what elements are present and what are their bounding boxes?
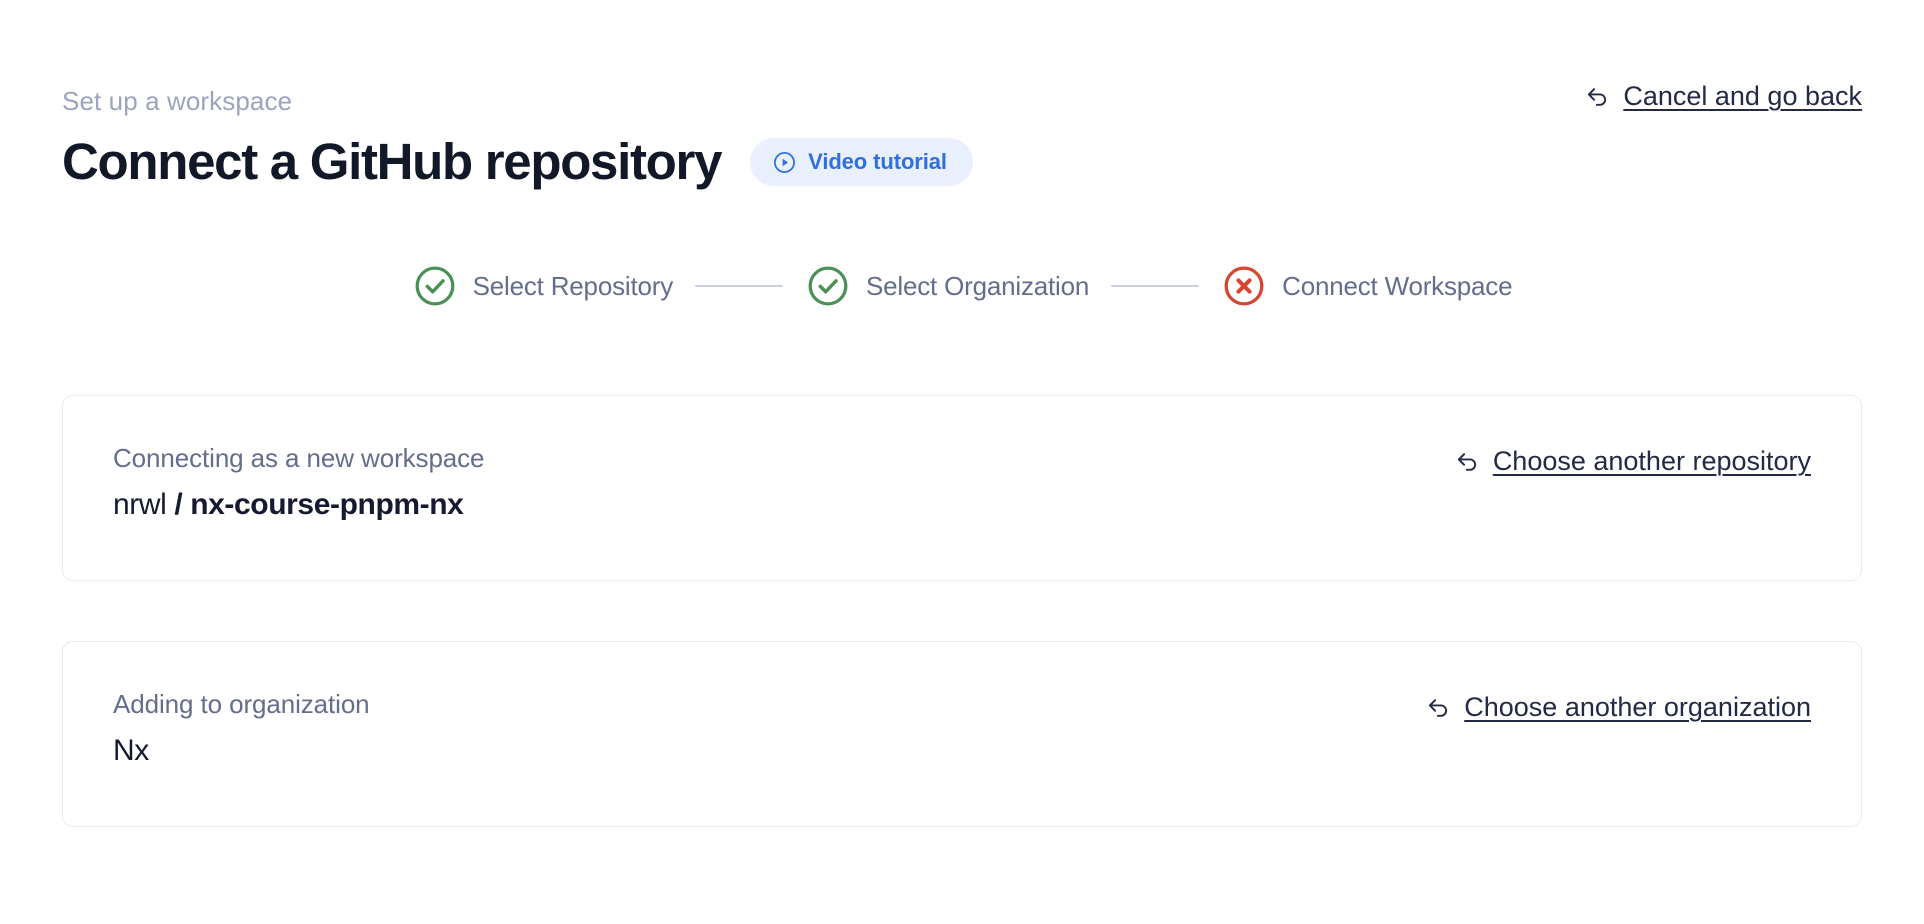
choose-another-repository-link[interactable]: Choose another repository <box>1454 445 1811 477</box>
title-row: Connect a GitHub repository Video tutori… <box>62 133 1862 191</box>
stepper-label-select-repository: Select Repository <box>472 271 674 301</box>
organization-card-body: Adding to organization Nx <box>113 689 370 769</box>
summary-cards: Connecting as a new workspace nrwl / nx-… <box>62 395 1862 827</box>
repository-card-caption: Connecting as a new workspace <box>113 443 485 473</box>
video-tutorial-label: Video tutorial <box>808 149 947 174</box>
stepper-step-select-organization[interactable]: Select Organization <box>805 263 1089 309</box>
cancel-and-go-back-label: Cancel and go back <box>1623 81 1862 111</box>
repository-card-value: nrwl / nx-course-pnpm-nx <box>113 487 484 523</box>
organization-card-caption: Adding to organization <box>113 689 370 719</box>
stepper-label-connect-workspace: Connect Workspace <box>1282 271 1513 301</box>
repository-name: nx-course-pnpm-nx <box>190 488 464 521</box>
choose-another-organization-label: Choose another organization <box>1464 692 1811 722</box>
stepper-label-select-organization: Select Organization <box>866 271 1090 301</box>
repository-separator: / <box>166 488 191 521</box>
repository-card-body: Connecting as a new workspace nrwl / nx-… <box>113 443 485 523</box>
x-circle-icon <box>1221 263 1267 309</box>
choose-another-repository-label: Choose another repository <box>1492 446 1811 476</box>
organization-card-value: Nx <box>113 734 149 767</box>
check-circle-icon <box>805 263 851 309</box>
organization-summary-card: Adding to organization Nx Choose another… <box>62 641 1862 827</box>
arrow-uturn-left-icon <box>1425 694 1452 721</box>
breadcrumb-eyebrow: Set up a workspace <box>62 86 293 116</box>
stepper-connector-2 <box>1111 285 1200 287</box>
stepper-step-select-repository[interactable]: Select Repository <box>412 263 673 309</box>
repository-owner: nrwl <box>113 488 167 521</box>
video-tutorial-button[interactable]: Video tutorial <box>750 138 973 186</box>
arrow-uturn-left-icon <box>1454 448 1481 475</box>
check-circle-icon <box>412 263 458 309</box>
repository-summary-card: Connecting as a new workspace nrwl / nx-… <box>62 395 1862 581</box>
choose-another-organization-link[interactable]: Choose another organization <box>1425 691 1811 723</box>
arrow-uturn-left-icon <box>1584 83 1611 110</box>
play-circle-icon <box>772 150 797 175</box>
stepper-step-connect-workspace[interactable]: Connect Workspace <box>1221 263 1513 309</box>
cancel-and-go-back-link[interactable]: Cancel and go back <box>1584 80 1862 112</box>
stepper-connector-1 <box>695 285 784 287</box>
page-header: Set up a workspace Connect a GitHub repo… <box>62 0 1862 191</box>
progress-stepper: Select Repository Select Organization Co… <box>62 263 1862 309</box>
page-title: Connect a GitHub repository <box>62 133 722 190</box>
